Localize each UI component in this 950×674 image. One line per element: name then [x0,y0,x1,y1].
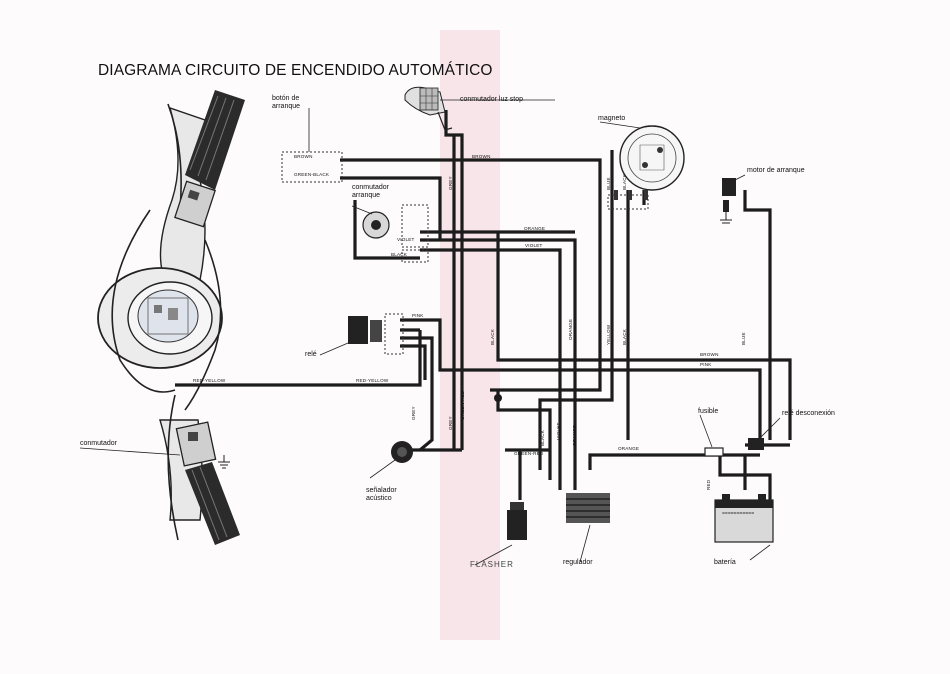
wire-label-yellow: YELLOW [606,324,611,345]
wire-label-grey-1: GREY [448,176,453,190]
lower-grip [185,462,240,545]
wire-label-orange-2: ORANGE [618,446,639,451]
wire-label-blue-2: BLUE [741,332,746,345]
label-bateria: batería [714,559,736,566]
wire-label-grey-2: GREY [411,406,416,420]
component-labels: botón de arranque conmutador luz stop ma… [80,95,835,569]
senalador-acustico [391,441,413,463]
label-senalador-2: acústico [366,495,392,502]
wires [175,110,792,500]
label-rele-desconexion: relé desconexión [782,410,835,417]
label-magneto: magneto [598,115,625,122]
wire-label-orange-1: ORANGE [524,226,545,231]
wire-label-black-3: BLACK [540,429,545,446]
wire-label-green-red-v: GREEN-RED [460,390,465,420]
label-rele: relé [305,351,317,358]
wire-label-blue-1: BLUE [606,177,611,190]
wire-label-black-5: BLACK [622,173,627,190]
handlebar-illustration [97,90,245,545]
rele-desconexion [748,438,764,450]
label-boton-arranque-1: botón de [272,95,299,102]
label-conmutador-luz-stop: conmutador luz stop [460,96,523,103]
wire-label-red-yellow-2: RED-YELLOW [356,378,389,383]
wire-label-orange-v: ORANGE [568,319,573,340]
page-title: DIAGRAMA CIRCUITO DE ENCENDIDO AUTOMÁTIC… [98,62,493,79]
label-senalador-1: señalador [366,487,397,494]
label-regulador: regulador [563,559,593,566]
label-fusible: fusible [698,408,718,415]
stop-switch [404,86,453,131]
wire-label-green-black: GREEN-BLACK [294,172,330,177]
label-conmutador-arranque-1: conmutador [352,184,390,191]
motor-arranque [720,178,736,224]
wire-label-violet-v: VIOLET [556,422,561,440]
wire-label-brown-1: BROWN [294,154,313,159]
wire-label-green-red: GREEN-RED [514,451,544,456]
wire-label-black-4: BLACK [622,328,627,345]
boton-arranque-box [281,151,343,183]
wire-label-red-yellow-1: RED-YELLOW [193,378,226,383]
conmutador-arranque-switch [362,204,429,263]
regulador-unit [566,493,610,523]
label-flasher: FLASHER [470,560,514,569]
wire-label-black-2: BLACK [490,328,495,345]
flasher-unit [507,502,527,540]
wire-label-black-1: BLACK [391,252,408,257]
label-motor-arranque: motor de arranque [747,167,805,174]
junction-dot [494,394,502,402]
wire-labels: BROWN GREEN-BLACK BROWN VIOLET BLACK ORA… [193,154,746,490]
wire-label-violet-2: VIOLET [525,243,543,248]
wire-label-grey-3: GREY [448,416,453,430]
bateria-unit: =========== [714,494,774,543]
label-boton-arranque-2: arranque [272,103,300,110]
wire-label-brown-2: BROWN [472,154,491,159]
wire-label-pink-2: PINK [700,362,712,367]
magneto [607,125,685,210]
wire-label-violet-1: VIOLET [397,237,415,242]
upper-grip [185,90,245,190]
wire-label-orange-v2: ORANGE [572,425,577,446]
svg-text:===========: =========== [722,511,754,517]
wire-label-brown-3: BROWN [700,352,719,357]
scan-band [440,30,500,640]
rele [348,313,404,355]
wire-label-red: RED [706,479,711,490]
wire-label-pink-1: PINK [412,313,424,318]
leader-lines [79,99,781,566]
label-conmutador: conmutador [80,440,118,447]
fusible [704,447,724,457]
label-conmutador-arranque-2: arranque [352,192,380,199]
